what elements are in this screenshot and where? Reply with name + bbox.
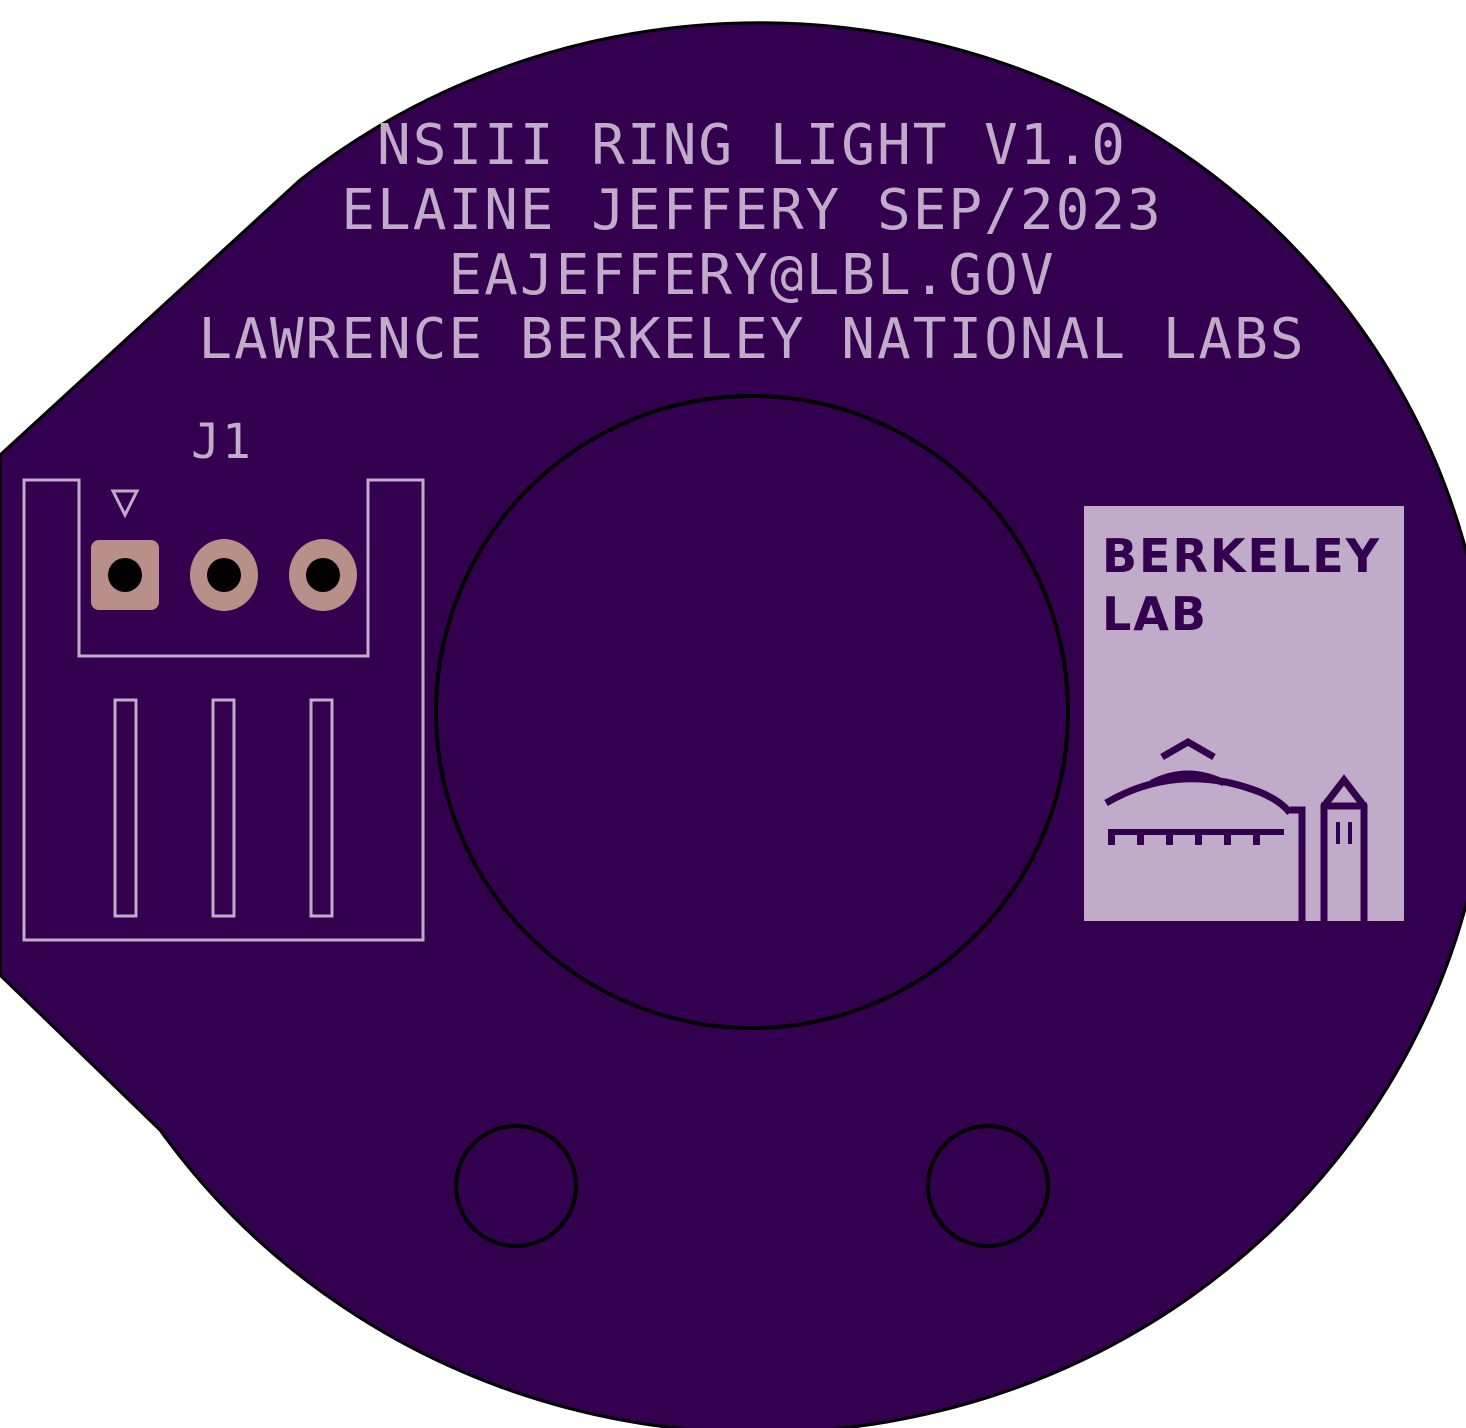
berkeley-lab-building-icon [1104,737,1368,921]
connector-contact-slot-2 [211,698,236,918]
connector-refdes-label: J1 [191,414,253,470]
mounting-hole-right [926,1124,1050,1248]
colonnade-post-4 [1195,829,1202,845]
connector-pad-2-drill [207,558,241,592]
center-cutout-ring [434,394,1070,1030]
organization-text: LAWRENCE BERKELEY NATIONAL LABS [198,307,1305,372]
connector-pad-1-drill [108,558,142,592]
connector-j1: J1 [22,414,425,942]
email-text: EAJEFFERY@LBL.GOV [448,243,1055,308]
logo-text-line1: BERKELEY [1102,529,1381,583]
logo-text-line2: LAB [1102,587,1208,641]
board-title-text: NSIII RING LIGHT V1.0 [377,113,1127,178]
triangle-down-icon [110,489,140,519]
tower-window-1 [1336,822,1340,844]
connector-body-silkscreen [22,478,425,942]
tower-window-2 [1348,822,1352,844]
colonnade-post-1 [1108,829,1115,845]
colonnade-post-3 [1166,829,1173,845]
pcb-board-outline [0,21,1466,1428]
author-date-text: ELAINE JEFFERY SEP/2023 [341,178,1162,243]
connector-contact-slot-3 [309,698,334,918]
connector-contact-slot-1 [113,698,138,918]
berkeley-lab-logo: BERKELEY LAB [1084,506,1404,921]
colonnade-post-2 [1137,829,1144,845]
logo-background [1084,506,1404,921]
mounting-hole-left [454,1124,578,1248]
colonnade-post-5 [1224,829,1231,845]
colonnade-post-6 [1253,829,1260,845]
connector-pad-3-drill [306,558,340,592]
